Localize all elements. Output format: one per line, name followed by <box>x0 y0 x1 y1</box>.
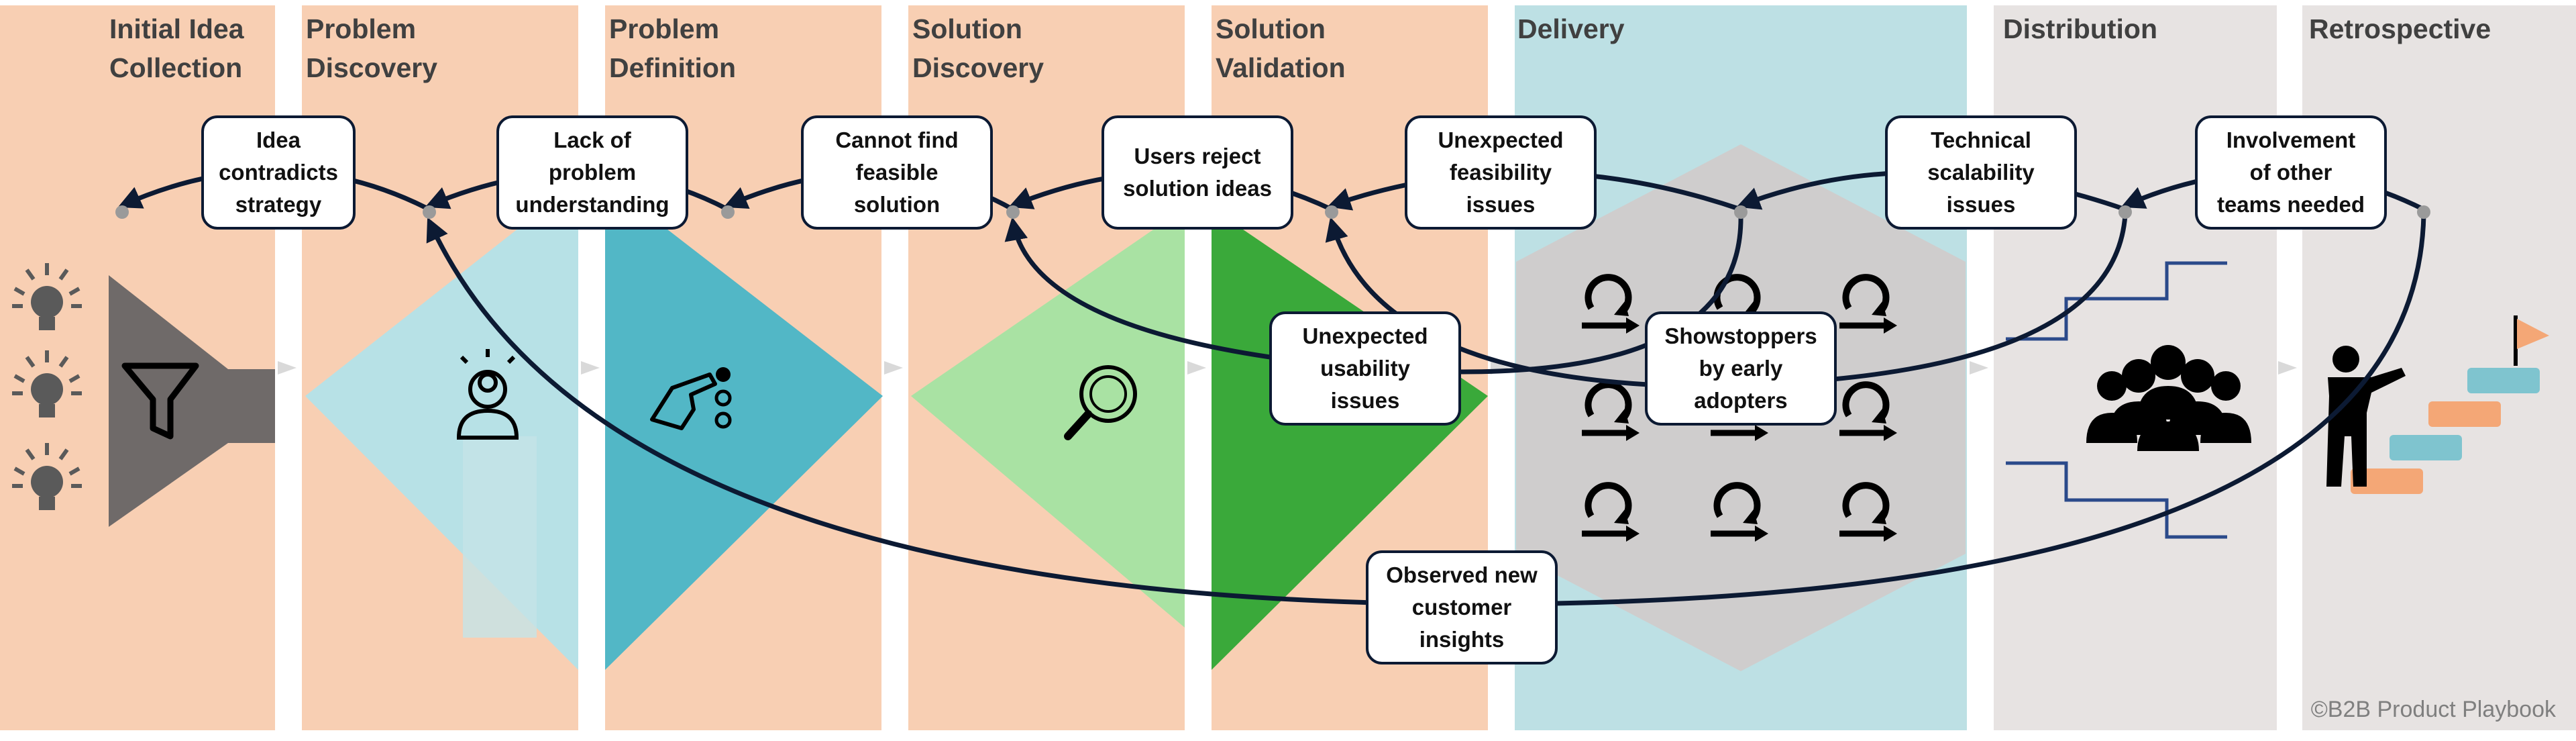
loop-label-lack-of-problem: Lack of problem understanding <box>496 115 688 230</box>
loop-label-idea-contradicts: Idea contradicts strategy <box>201 115 356 230</box>
loop-label-users-reject: Users reject solution ideas <box>1102 115 1293 230</box>
loop-label-showstoppers: Showstoppers by early adopters <box>1645 311 1837 426</box>
problem-definition-diamond-half <box>605 181 883 670</box>
phase-title-solution-discovery: Solution Discovery <box>912 13 1044 83</box>
phase-title-retrospective: Retrospective <box>2309 13 2491 44</box>
loop-endpoints <box>115 205 2430 219</box>
pointing-hand-icon <box>650 367 732 430</box>
copyright-notice: ©B2B Product Playbook <box>2310 697 2556 722</box>
funnel-shape <box>109 275 275 527</box>
loop-label-unexpected-usability: Unexpected usability issues <box>1269 311 1461 426</box>
phase-title-idea: Initial Idea Collection <box>109 13 244 83</box>
problem-discovery-glow <box>463 436 537 638</box>
group-people-icon <box>2086 345 2251 451</box>
lightbulb-icon <box>12 263 82 510</box>
phase-title-distribution: Distribution <box>2003 13 2158 44</box>
phase-title-problem-discovery: Problem Discovery <box>306 13 438 83</box>
person-idea-icon <box>456 349 519 440</box>
phase-title-solution-validation: Solution Validation <box>1216 13 1346 83</box>
phase-title-delivery: Delivery <box>1517 13 1625 44</box>
loop-label-involvement-teams: Involvement of other teams needed <box>2195 115 2387 230</box>
funnel-icon <box>121 362 199 440</box>
phase-title-problem-definition: Problem Definition <box>609 13 737 83</box>
magnifier-icon <box>1064 365 1137 440</box>
stairs-climber-flag-icon <box>2326 315 2549 494</box>
solution-discovery-diamond-half <box>911 208 1185 628</box>
loop-label-unexpected-feasibility: Unexpected feasibility issues <box>1405 115 1597 230</box>
loop-label-observed-insights: Observed new customer insights <box>1366 550 1558 664</box>
loop-label-cannot-find: Cannot find feasible solution <box>801 115 993 230</box>
distribution-lines <box>2006 261 2227 539</box>
loop-label-technical-scalability: Technical scalability issues <box>1885 115 2077 230</box>
